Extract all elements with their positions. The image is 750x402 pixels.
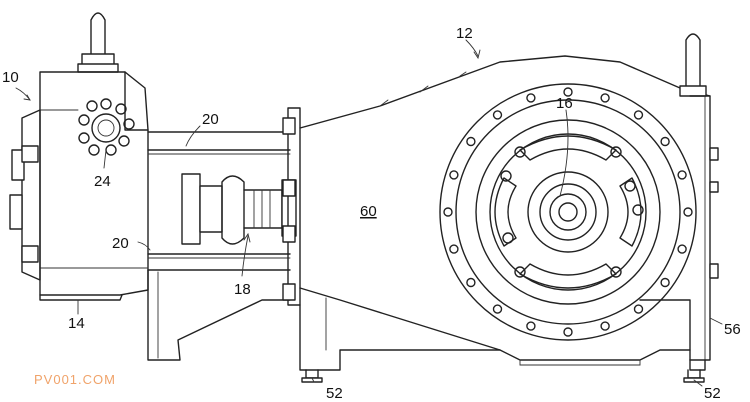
fluid-end [9,12,149,301]
reference-labels: 10 12 16 20 24 60 20 18 14 56 52 52 [2,25,741,402]
cover-bolt [449,170,459,180]
label-56: 56 [724,321,741,338]
cover-bolt [660,277,670,288]
cover-bolt [683,207,693,217]
cover-bolt [600,321,610,331]
cover-bolt [563,327,573,337]
cover-bolt [677,170,687,180]
cover-bolt [466,136,476,147]
power-end-housing [282,33,719,383]
cover-bolt [633,110,644,120]
label-14: 14 [68,315,85,332]
cover-bolt [526,321,536,331]
label-12: 12 [456,25,473,42]
label-10: 10 [2,69,19,86]
cover-bolt [600,93,610,103]
cover-bolt [449,244,459,254]
label-52-right: 52 [704,385,721,402]
label-20-bottom: 20 [112,235,129,252]
cover-bolt [563,87,573,97]
label-24: 24 [94,173,111,190]
cover-bolt [633,304,644,314]
label-20-top: 20 [202,111,219,128]
label-18: 18 [234,281,251,298]
cover-bolt [660,136,670,147]
cover-bolt [677,244,687,254]
label-16: 16 [556,95,573,112]
cover-bolt [443,207,453,217]
cover-bolt [492,304,503,314]
label-52-left: 52 [326,385,343,402]
label-60: 60 [360,203,377,220]
cover-bolt [492,110,503,120]
crank-cover [439,83,697,341]
leader-lines [15,39,723,387]
spacer-frame [147,131,297,361]
cover-bolt [526,93,536,103]
watermark: PV001.COM [34,372,116,387]
cover-bolt [466,277,476,288]
